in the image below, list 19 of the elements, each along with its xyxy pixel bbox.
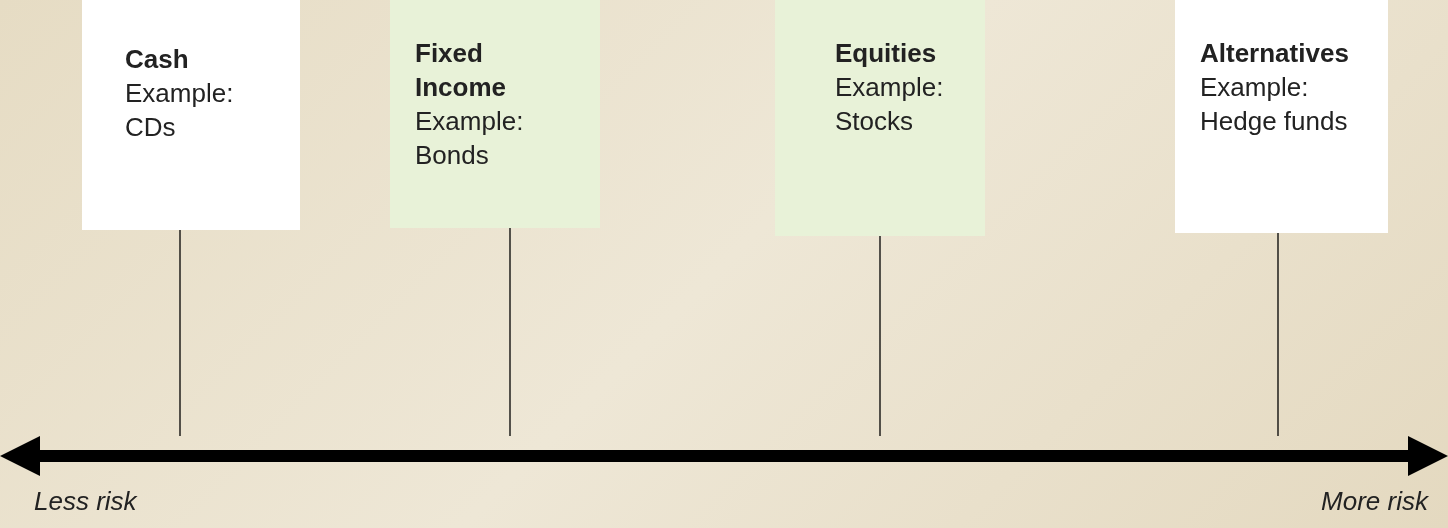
category-box: [1175, 0, 1388, 233]
axis-end-label: More risk: [1321, 486, 1428, 517]
connector-line: [179, 229, 181, 437]
connector-line: [509, 227, 511, 437]
box-text: Example: Hedge funds: [1200, 71, 1349, 138]
connector-line: [1277, 232, 1279, 437]
box-heading: Alternatives: [1200, 37, 1350, 70]
box-heading: Equities: [835, 37, 938, 70]
category-box: [82, 0, 300, 230]
connector-line: [879, 235, 881, 437]
axis-end-label: Less risk: [34, 486, 137, 517]
double-arrow-axis: [0, 436, 1448, 476]
box-text: Example: Stocks: [835, 71, 945, 138]
box-text: Example: CDs: [125, 77, 235, 144]
category-box: [390, 0, 600, 228]
category-box: [775, 0, 985, 236]
box-heading: Fixed Income: [415, 37, 508, 104]
box-text: Example: Bonds: [415, 105, 525, 172]
box-heading: Cash: [125, 43, 190, 76]
